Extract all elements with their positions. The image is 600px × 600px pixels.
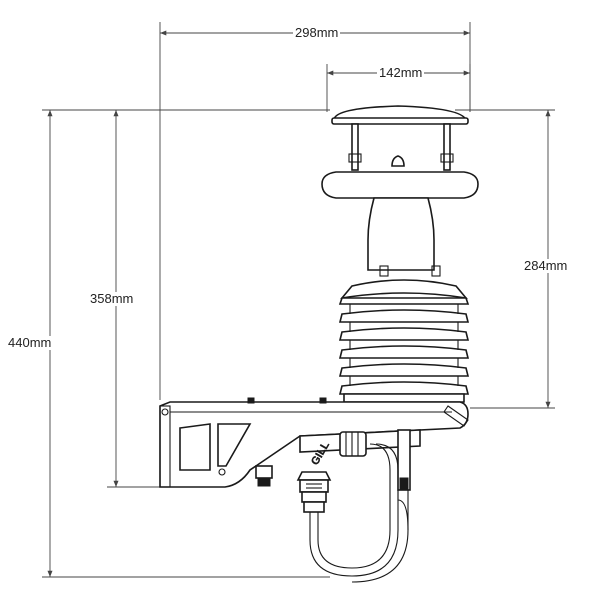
dimension-top-width: 142mm xyxy=(377,65,425,80)
dimension-overall-height: 440mm xyxy=(6,335,54,350)
dimension-overall-width: 298mm xyxy=(293,25,341,40)
dimension-bracket-height: 358mm xyxy=(88,291,136,306)
mounting-bracket xyxy=(159,397,469,488)
cable-assembly xyxy=(296,429,411,583)
sensor-head xyxy=(321,105,479,277)
radiation-shield xyxy=(338,279,470,403)
dimension-sensor-height: 284mm xyxy=(522,258,570,273)
